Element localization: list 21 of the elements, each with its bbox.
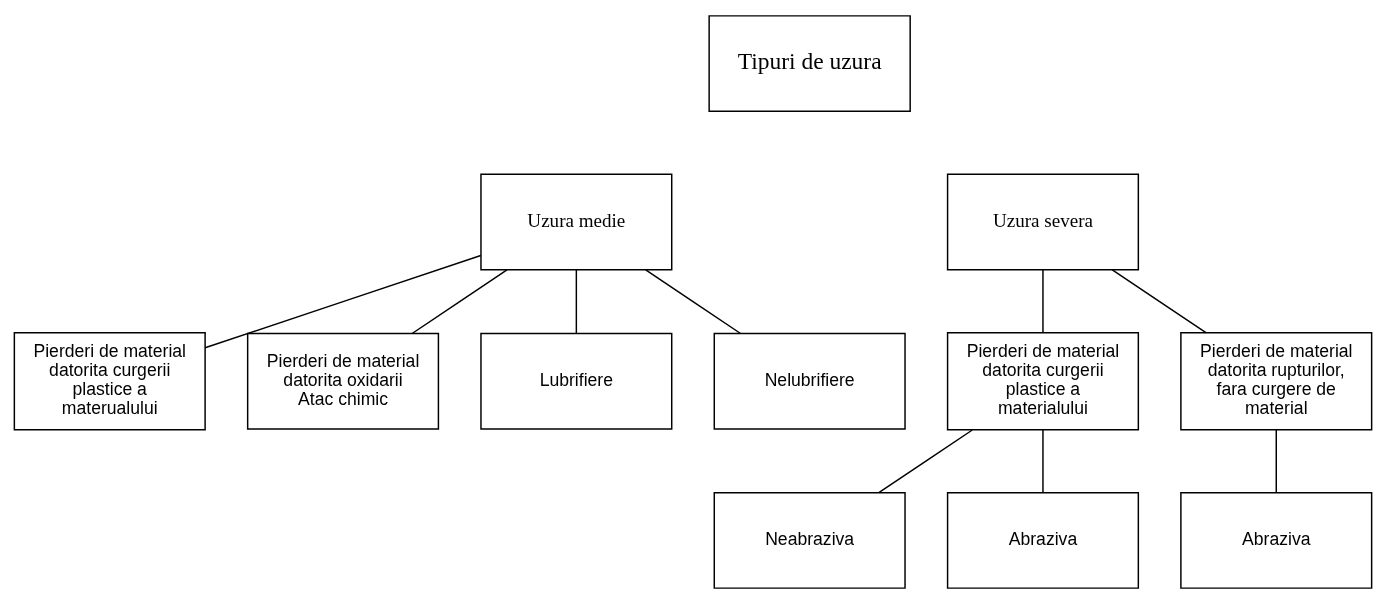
node-box: Uzura medie xyxy=(480,173,673,270)
connector xyxy=(1275,428,1277,493)
node-box: Pierderi de material datorita oxidarii Atac chimic xyxy=(246,332,440,430)
node-box: Pierderi de material datorita curgerii plastice a materialului xyxy=(946,331,1140,430)
connector xyxy=(644,268,742,334)
node-box: Abraziva xyxy=(946,491,1140,589)
node-box: Pierderi de material datorita rupturilor, fara curgere de material xyxy=(1180,331,1373,430)
connector xyxy=(1042,428,1044,493)
connector xyxy=(1111,268,1207,333)
node-box: Nelubrifiere xyxy=(713,332,906,430)
node-box: Neabraziva xyxy=(713,491,906,589)
connector xyxy=(575,268,578,334)
connector xyxy=(1042,268,1044,333)
node-box: Pierderi de material datorita curgerii plastice a materualului xyxy=(13,331,206,430)
connector xyxy=(411,268,508,334)
node-box: Tipuri de uzura xyxy=(708,14,911,112)
node-box: Uzura severa xyxy=(946,173,1140,270)
node-box: Abraziva xyxy=(1180,491,1373,589)
node-box: Lubrifiere xyxy=(480,332,673,430)
connector xyxy=(878,428,974,493)
connector xyxy=(204,254,482,349)
